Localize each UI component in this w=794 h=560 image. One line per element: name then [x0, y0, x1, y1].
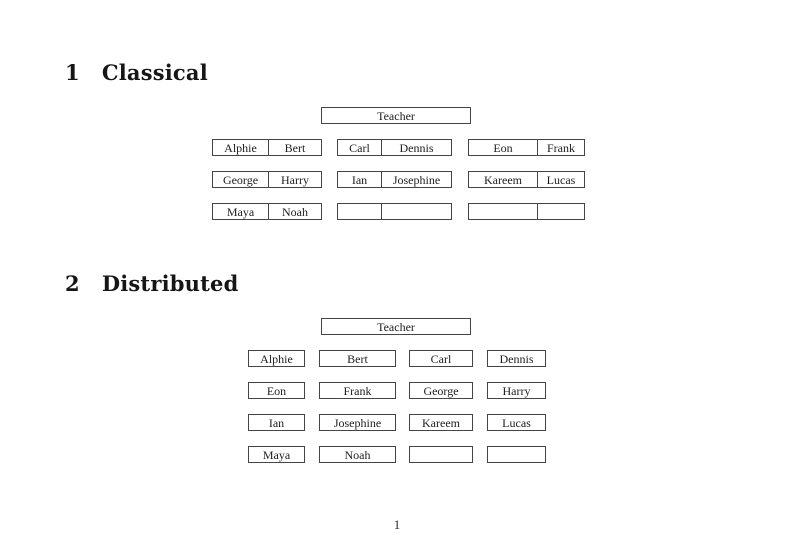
seat	[381, 204, 451, 219]
seat: Maya	[226, 204, 255, 219]
seat-box: Josephine	[319, 414, 396, 431]
seat-box: Maya	[248, 446, 305, 463]
desk: Kareem Lucas	[468, 171, 585, 188]
seat-box: Ian	[248, 414, 305, 431]
desk	[468, 203, 585, 220]
desk: Ian Josephine	[337, 171, 452, 188]
seat-box: Noah	[319, 446, 396, 463]
seat: Bert	[268, 140, 321, 155]
desk: Eon Frank	[468, 139, 585, 156]
seat: Harry	[268, 172, 321, 187]
desk	[337, 203, 452, 220]
section-title: Classical	[101, 60, 208, 85]
section-number: 2	[65, 271, 80, 296]
section-heading: 2 Distributed	[65, 273, 238, 295]
seat-box: Eon	[248, 382, 305, 399]
seat-box	[409, 446, 473, 463]
seat-box: Harry	[487, 382, 546, 399]
page-number: 1	[393, 517, 401, 532]
seat: Kareem	[484, 172, 522, 187]
seat: Carl	[349, 140, 370, 155]
seat: Alphie	[224, 140, 257, 155]
teacher-box: Teacher	[321, 107, 471, 124]
seat-box: Bert	[319, 350, 396, 367]
section-heading: 1 Classical	[65, 62, 208, 84]
section-number: 1	[65, 60, 80, 85]
seat	[338, 204, 381, 219]
seat: Eon	[493, 140, 513, 155]
seat-box	[487, 446, 546, 463]
section-title: Distributed	[101, 271, 239, 296]
seat-box: Frank	[319, 382, 396, 399]
desk: Maya Noah	[212, 203, 322, 220]
seat: Frank	[537, 140, 584, 155]
desk: George Harry	[212, 171, 322, 188]
seat	[537, 204, 584, 219]
seat-box: Kareem	[409, 414, 473, 431]
seat: Lucas	[537, 172, 584, 187]
seat-box: Lucas	[487, 414, 546, 431]
seat: George	[222, 172, 259, 187]
seat: Ian	[351, 172, 368, 187]
seat-box: Carl	[409, 350, 473, 367]
seat	[469, 204, 537, 219]
seat-box: Dennis	[487, 350, 546, 367]
seat: Dennis	[381, 140, 451, 155]
desk: Carl Dennis	[337, 139, 452, 156]
seat-box: Alphie	[248, 350, 305, 367]
seat: Noah	[268, 204, 321, 219]
desk: Alphie Bert	[212, 139, 322, 156]
seat: Josephine	[381, 172, 451, 187]
seat-box: George	[409, 382, 473, 399]
teacher-box: Teacher	[321, 318, 471, 335]
